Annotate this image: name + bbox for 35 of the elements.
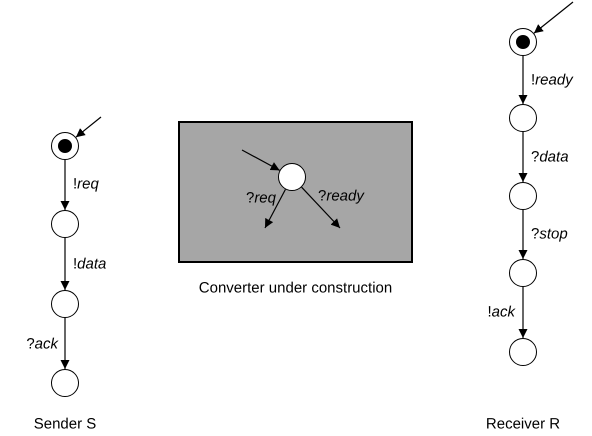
transition-arrow [60, 160, 70, 210]
edge-label: !data [73, 256, 106, 272]
transition-arrow [76, 116, 102, 138]
edge-label: ?ready [318, 188, 364, 204]
edge-label: !ready [531, 72, 573, 88]
state-circle [51, 210, 79, 238]
transition-arrow [242, 149, 280, 171]
automaton-caption: Sender S [34, 416, 96, 432]
initial-state-circle [51, 132, 79, 160]
state-circle [509, 104, 537, 132]
state-circle [51, 290, 79, 318]
converter-box [178, 121, 413, 263]
automaton-caption: Receiver R [486, 416, 560, 432]
transition-arrow [534, 2, 574, 34]
state-circle [278, 163, 306, 191]
transition-arrow [518, 210, 528, 259]
edge-label: ?data [531, 148, 569, 166]
edge-label: !ack [487, 304, 515, 320]
transition-arrow [518, 56, 528, 104]
state-circle [509, 338, 537, 366]
state-circle [509, 259, 537, 287]
state-circle [509, 182, 537, 210]
edge-label: ?req [246, 190, 276, 206]
transition-arrow [264, 189, 286, 228]
edge-label: ?ack [26, 336, 58, 352]
transition-arrow [60, 318, 70, 369]
transition-arrow [518, 287, 528, 338]
state-circle [51, 369, 79, 397]
transition-arrow [60, 238, 70, 290]
transition-arrow [301, 186, 340, 228]
transition-arrow [518, 132, 528, 182]
edge-label: !req [73, 176, 99, 192]
edge-label: ?stop [531, 226, 568, 242]
initial-state-circle [509, 28, 537, 56]
diagram-caption: Converter under construction [198, 280, 392, 296]
